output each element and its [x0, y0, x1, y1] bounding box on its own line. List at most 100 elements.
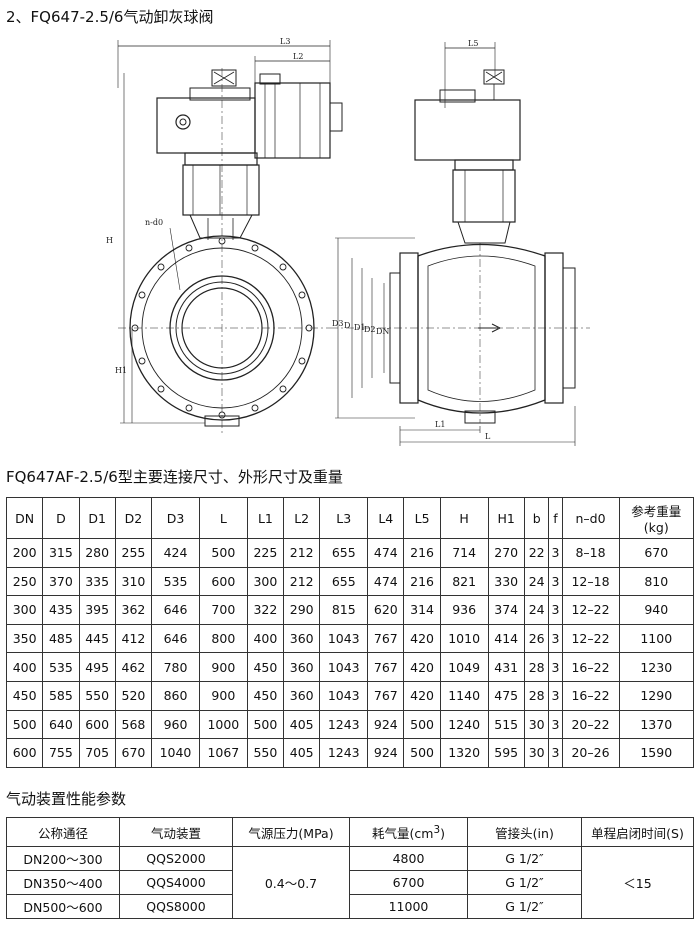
table-cell: 200	[5, 538, 44, 568]
table-cell: 646	[151, 623, 200, 654]
dim-l-label: L	[485, 432, 491, 441]
table-cell: 860	[151, 680, 200, 711]
spec-header-cell: D2	[114, 497, 153, 539]
table-cell: 600	[5, 738, 44, 768]
table-cell: 216	[403, 566, 441, 597]
table-cell: 705	[78, 738, 116, 768]
table-cell: 1320	[439, 738, 489, 768]
cell-pressure: 0.4～0.7	[232, 846, 350, 919]
table-cell: 1010	[439, 623, 489, 654]
table-cell: 1290	[618, 680, 695, 711]
table-cell: 290	[283, 595, 321, 625]
table-cell: 3	[548, 680, 563, 711]
table-cell: 670	[618, 538, 695, 568]
table-cell: 900	[198, 652, 248, 682]
table-cell: 800	[198, 623, 248, 654]
table-cell: 755	[42, 738, 80, 768]
spec-table-title: FQ647AF-2.5/6型主要连接尺寸、外形尺寸及重量	[6, 468, 343, 486]
actuator-header-row: 公称通径 气动装置 气源压力(MPa) 耗气量(cm3) 管接头(in) 单程启…	[6, 817, 694, 847]
table-cell: 936	[439, 595, 489, 625]
header-time: 单程启闭时间(S)	[581, 817, 694, 847]
side-view: L5 D3 D D1	[330, 39, 590, 446]
table-row: DN200～300 QQS2000 0.4～0.7 4800 G 1/2″ ＜1…	[6, 846, 694, 919]
spec-header-cell: n–d0	[561, 497, 620, 539]
header-pipe: 管接头(in)	[467, 817, 582, 847]
table-cell: 520	[114, 680, 153, 711]
table-cell: 595	[487, 738, 525, 768]
cell-device: QQS4000	[119, 870, 233, 895]
cell-nominal: DN350～400	[6, 870, 120, 895]
cell-time: ＜15	[581, 846, 694, 919]
table-cell: 1043	[319, 680, 369, 711]
table-cell: 26	[523, 623, 550, 654]
table-cell: 655	[319, 538, 369, 568]
table-cell: 500	[403, 738, 441, 768]
table-row: DN350～400 QQS4000 6700 G 1/2″	[6, 870, 694, 895]
table-cell: 30	[523, 738, 550, 768]
spec-header-cell: b	[523, 497, 550, 539]
table-cell: 1370	[618, 709, 695, 740]
cell-device: QQS2000	[119, 846, 233, 871]
dim-dn-label: DN	[376, 327, 389, 336]
spec-header-cell: DN	[5, 497, 44, 539]
cell-nominal: DN500～600	[6, 894, 120, 919]
dim-h-label: H	[106, 236, 113, 245]
table-cell: 924	[367, 738, 405, 768]
table-cell: 500	[5, 709, 44, 740]
table-cell: 314	[403, 595, 441, 625]
table-cell: 815	[319, 595, 369, 625]
table-cell: 1230	[618, 652, 695, 682]
table-cell: 500	[198, 538, 248, 568]
table-cell: 374	[487, 595, 525, 625]
table-cell: 225	[246, 538, 285, 568]
dim-d1-label: D1	[354, 323, 366, 332]
table-cell: 700	[198, 595, 248, 625]
table-cell: 568	[114, 709, 153, 740]
front-view: L3 L2	[106, 37, 343, 433]
cell-pipe: G 1/2″	[467, 870, 582, 895]
table-cell: 1240	[439, 709, 489, 740]
cell-pipe: G 1/2″	[467, 894, 582, 919]
table-cell: 500	[403, 709, 441, 740]
spec-header-cell: D	[42, 497, 80, 539]
page-title: 2、FQ647-2.5/6气动卸灰球阀	[6, 8, 214, 26]
table-cell: 3	[548, 538, 563, 568]
table-cell: 360	[283, 623, 321, 654]
table-cell: 1043	[319, 623, 369, 654]
table-cell: 414	[487, 623, 525, 654]
table-cell: 424	[151, 538, 200, 568]
table-cell: 600	[78, 709, 116, 740]
cell-device: QQS8000	[119, 894, 233, 919]
table-cell: 405	[283, 738, 321, 768]
table-cell: 322	[246, 595, 285, 625]
table-cell: 1243	[319, 738, 369, 768]
spec-header-cell: D1	[78, 497, 116, 539]
dim-d2-label: D2	[364, 325, 376, 334]
table-cell: 362	[114, 595, 153, 625]
table-cell: 212	[283, 566, 321, 597]
valve-technical-drawing: L3 L2	[106, 37, 590, 446]
table-cell: 20–22	[561, 709, 620, 740]
table-cell: 16–22	[561, 680, 620, 711]
table-cell: 1100	[618, 623, 695, 654]
table-cell: 495	[78, 652, 116, 682]
table-cell: 1000	[198, 709, 248, 740]
table-cell: 395	[78, 595, 116, 625]
weight-header-line: (kg)	[643, 520, 669, 535]
table-cell: 335	[78, 566, 116, 597]
table-cell: 420	[403, 623, 441, 654]
table-cell: 435	[42, 595, 80, 625]
table-cell: 810	[618, 566, 695, 597]
table-cell: 780	[151, 652, 200, 682]
table-cell: 22	[523, 538, 550, 568]
table-cell: 550	[78, 680, 116, 711]
table-cell: 714	[439, 538, 489, 568]
table-cell: 1590	[618, 738, 695, 768]
table-cell: 300	[246, 566, 285, 597]
spec-header-cell: H1	[487, 497, 525, 539]
spec-header-cell: D3	[151, 497, 200, 539]
